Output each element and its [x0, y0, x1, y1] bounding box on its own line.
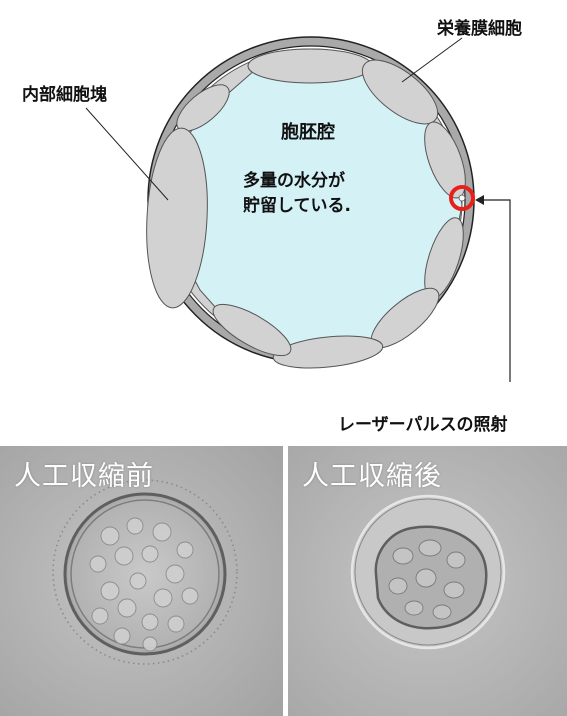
photo-after-title: 人工収縮後 — [302, 461, 442, 492]
water-note-line1: 多量の水分が — [243, 171, 345, 191]
laser-target-marker — [449, 185, 475, 211]
trophectoderm-cells — [176, 48, 466, 369]
blastocyst-after-image — [288, 446, 567, 716]
laser-arrow-head — [475, 195, 484, 205]
photo-before-title: 人工収縮前 — [14, 461, 154, 492]
water-note-line2: 貯留している. — [243, 196, 351, 216]
photo-after-collapse: 人工収縮後 — [288, 446, 567, 716]
trophectoderm-leader-line — [401, 37, 463, 83]
inner-cell-mass-label: 内部細胞塊 — [22, 85, 107, 105]
inner-cell-mass-leader-line — [85, 107, 169, 201]
blastocyst-before-image — [0, 446, 283, 716]
blastocyst-drawing — [85, 36, 511, 382]
trophectoderm-label: 栄養膜細胞 — [437, 19, 522, 39]
laser-label: レーザーパルスの照射 — [338, 415, 508, 435]
inner-cell-mass — [146, 127, 208, 309]
blastocyst-diagram: 栄養膜細胞 内部細胞塊 胞胚腔 多量の水分が 貯留している. レーザーパルスの照… — [22, 19, 522, 435]
blastocoel-label: 胞胚腔 — [281, 122, 335, 143]
laser-arrow-line — [484, 199, 511, 382]
photo-before-collapse: 人工収縮前 — [0, 446, 283, 716]
